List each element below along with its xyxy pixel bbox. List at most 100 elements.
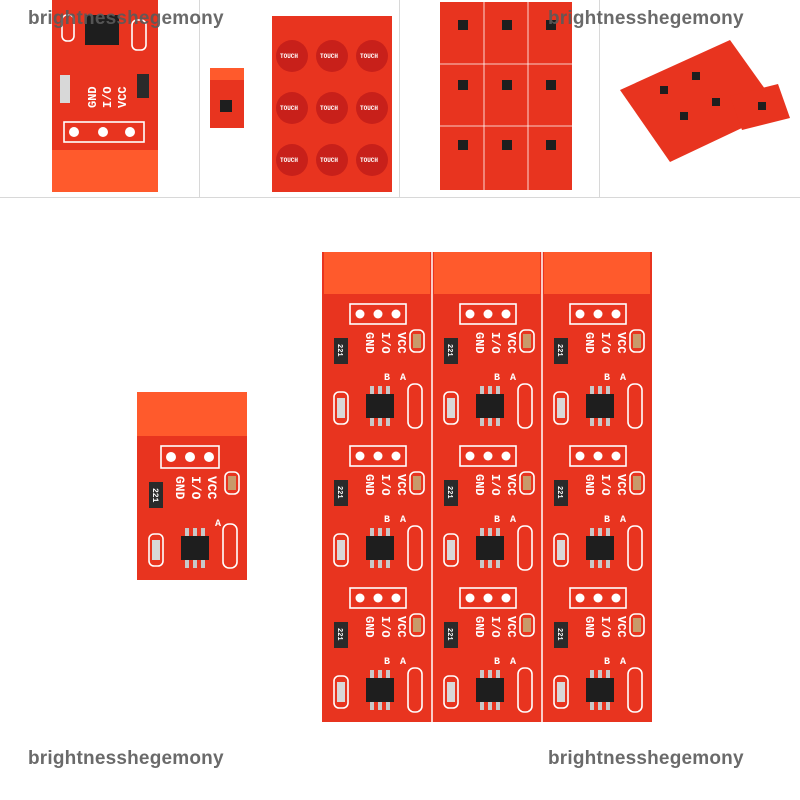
thumbnail-2[interactable]: TOUCH TOUCH TOUCH TOUCH TOUCH TOUCH TOUC… <box>200 0 400 198</box>
ic-lead <box>606 528 610 536</box>
pin-header-outline <box>569 587 627 609</box>
ic-lead <box>590 528 594 536</box>
pin-label: GND <box>582 332 596 354</box>
pad-outline <box>407 525 423 571</box>
thumb-board-panel <box>440 2 572 190</box>
pin-label: VCC <box>614 474 628 496</box>
ic-lead <box>378 560 382 568</box>
pin-hole <box>465 593 475 603</box>
jumper-label-b: B <box>384 657 390 668</box>
resistor-marking: 221 <box>555 628 563 641</box>
pin-hole <box>391 309 401 319</box>
cap-outline <box>409 613 425 637</box>
cap-outline <box>409 471 425 495</box>
jumper-label-a: A <box>510 657 516 668</box>
svg-text:A: A <box>215 519 221 530</box>
pin-hole <box>575 451 585 461</box>
cap-outline <box>629 471 645 495</box>
svg-text:221: 221 <box>150 488 159 503</box>
cap-outline <box>519 329 535 353</box>
single-module: GND I/O VCC 221 A B <box>137 392 247 580</box>
svg-text:TOUCH: TOUCH <box>320 157 338 164</box>
thumbnail-4[interactable] <box>600 0 800 198</box>
ic-lead <box>598 418 602 426</box>
ic-lead <box>606 670 610 678</box>
svg-text:TOUCH: TOUCH <box>320 105 338 112</box>
pin-header-outline <box>569 445 627 467</box>
ic-lead <box>606 560 610 568</box>
pin-header-outline <box>349 445 407 467</box>
pin-hole <box>373 451 383 461</box>
ic-lead <box>386 418 390 426</box>
thumbnail-1[interactable]: GND I/O VCC <box>0 0 200 198</box>
jumper-label-b: B <box>384 515 390 526</box>
pad-outline <box>627 667 643 713</box>
jumper-label-b: B <box>604 515 610 526</box>
pin-label: VCC <box>394 332 408 354</box>
pin-hole <box>355 451 365 461</box>
jumper-label-b: B <box>494 373 500 384</box>
resistor <box>554 480 568 506</box>
watermark-top-right: brightnesshegemony <box>548 8 744 29</box>
cap-outline <box>409 329 425 353</box>
capacitor <box>413 334 421 348</box>
pin-header-outline <box>459 445 517 467</box>
pad-outline <box>407 667 423 713</box>
pin-label: VCC <box>504 332 518 354</box>
ic-lead <box>598 528 602 536</box>
pin-hole <box>391 593 401 603</box>
svg-text:I/O: I/O <box>188 476 203 500</box>
thumbnail-3[interactable] <box>400 0 600 198</box>
diode <box>447 398 455 418</box>
svg-text:GND: GND <box>172 476 187 500</box>
ic-chip <box>476 536 504 560</box>
pin-hole <box>373 593 383 603</box>
ic-lead <box>480 418 484 426</box>
svg-text:TOUCH: TOUCH <box>360 53 378 60</box>
pin-label: I/O <box>378 332 392 354</box>
ic-lead <box>488 670 492 678</box>
pin-header-outline <box>569 303 627 325</box>
resistor <box>554 622 568 648</box>
pin-label: GND <box>362 474 376 496</box>
diode-outline <box>333 391 349 425</box>
pad-outline <box>627 383 643 429</box>
svg-text:TOUCH: TOUCH <box>320 53 338 60</box>
ic-lead <box>480 670 484 678</box>
ic-chip <box>586 678 614 702</box>
pin-header-outline <box>349 303 407 325</box>
ic-lead <box>606 386 610 394</box>
ic-lead <box>496 386 500 394</box>
pin-hole <box>611 593 621 603</box>
svg-text:TOUCH: TOUCH <box>280 53 298 60</box>
pin-hole <box>465 309 475 319</box>
ic-lead <box>496 528 500 536</box>
cap-outline <box>519 471 535 495</box>
pin-hole <box>611 451 621 461</box>
pin-label: I/O <box>488 474 502 496</box>
pad-outline <box>517 383 533 429</box>
capacitor <box>633 618 641 632</box>
pin-label: I/O <box>598 616 612 638</box>
diode <box>447 682 455 702</box>
diode-outline <box>553 391 569 425</box>
resistor-marking: 221 <box>555 344 563 357</box>
capacitor <box>523 476 531 490</box>
ic-lead <box>488 386 492 394</box>
diode <box>557 540 565 560</box>
ic-lead <box>598 702 602 710</box>
capacitor <box>523 334 531 348</box>
ic-lead <box>370 528 374 536</box>
touch-pads <box>276 40 388 176</box>
pin-label: GND <box>472 332 486 354</box>
pin-label: I/O <box>598 474 612 496</box>
pad-outline <box>627 525 643 571</box>
svg-text:TOUCH: TOUCH <box>280 105 298 112</box>
diode-outline <box>443 675 459 709</box>
diode-outline <box>553 675 569 709</box>
ic-lead <box>370 386 374 394</box>
